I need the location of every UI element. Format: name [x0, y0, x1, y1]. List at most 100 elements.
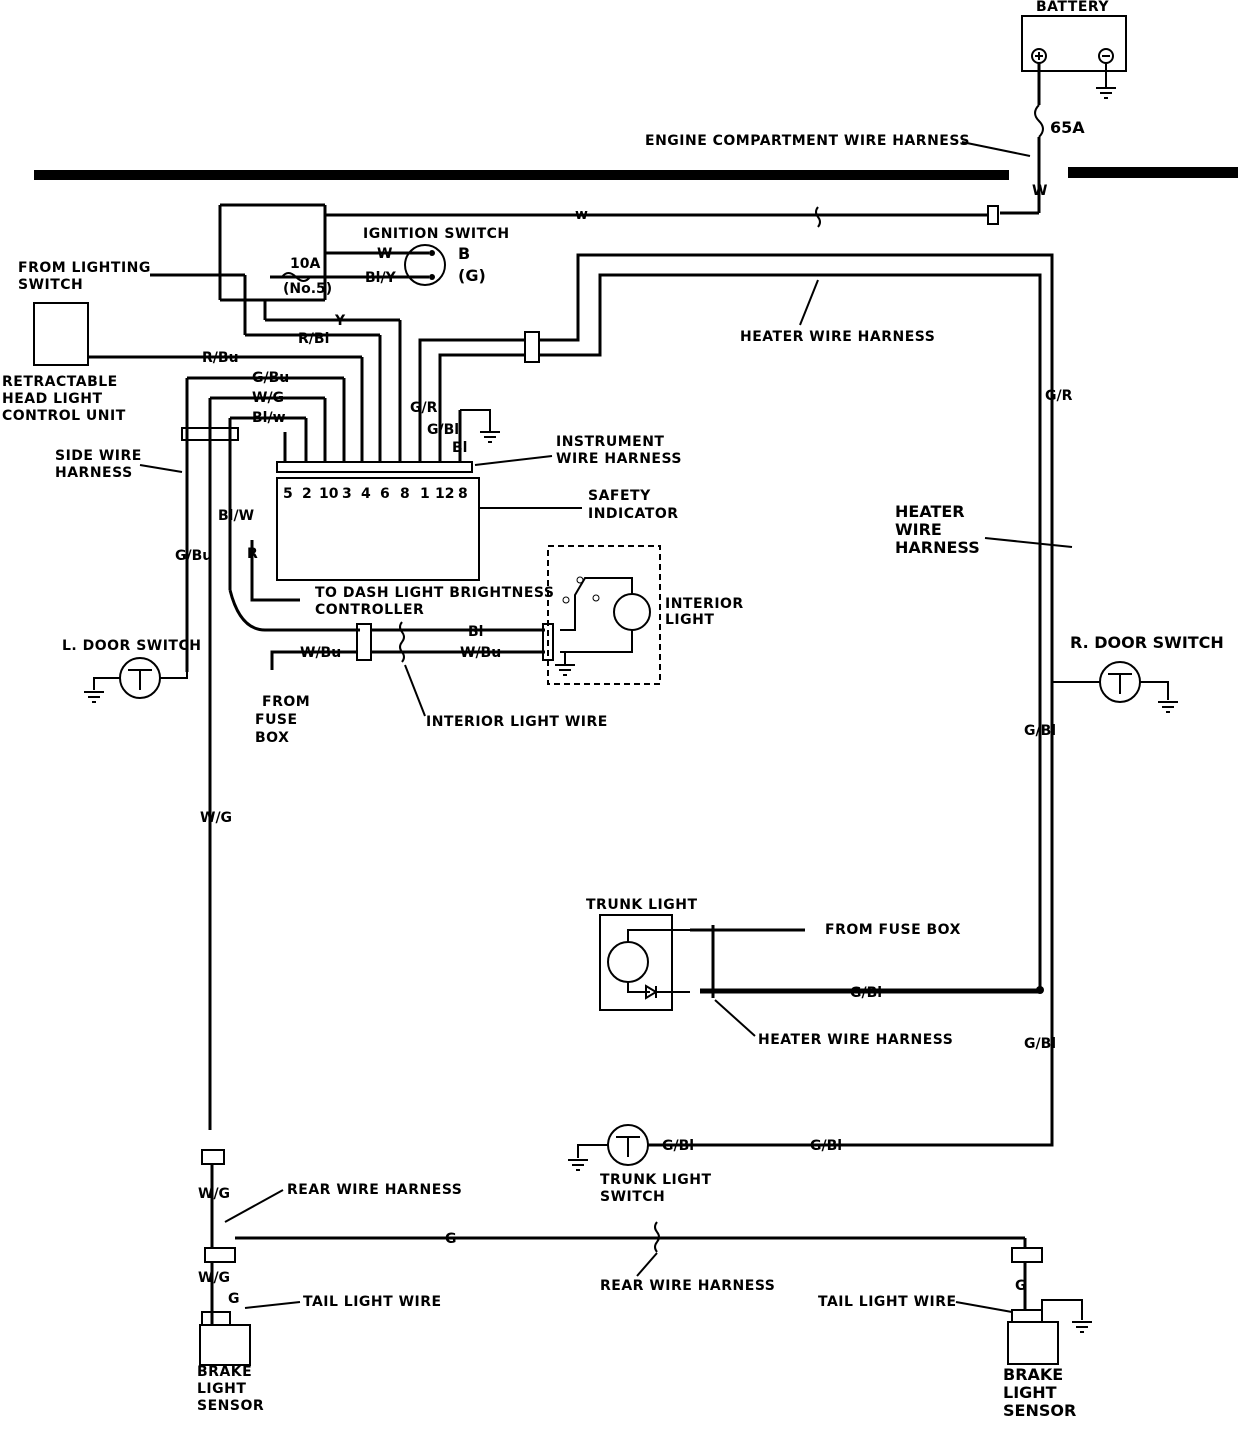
interior-light-label-2: LIGHT — [665, 612, 714, 628]
wire-y: Y — [334, 313, 346, 329]
wire-blw-top: Bl/w — [252, 410, 286, 426]
svg-text:3: 3 — [342, 486, 352, 502]
wire-wbu-int-2: W/Bu — [460, 645, 501, 661]
retract-label-2: HEAD LIGHT — [2, 391, 103, 407]
svg-text:12: 12 — [435, 486, 454, 502]
instrument-label-2: WIRE HARNESS — [556, 451, 682, 467]
trunk-light-bulb-icon — [607, 941, 649, 983]
fuse-65a-label: 65A — [1050, 118, 1085, 137]
svg-text:1: 1 — [420, 486, 430, 502]
heater-connector-mid — [524, 331, 540, 363]
wire-wg-long: W/G — [200, 810, 232, 826]
tail-wire-l-label: TAIL LIGHT WIRE — [303, 1294, 442, 1310]
wire-ign-bly: Bl/Y — [365, 270, 397, 286]
trunk-switch-ground-icon — [568, 1159, 588, 1171]
fuse-no5-label: (No.5) — [283, 281, 332, 297]
wire-gbl-inst: G/Bl — [427, 422, 459, 438]
heater-harness-break-icon — [815, 206, 821, 228]
wire-g-tail-l: G — [228, 1291, 240, 1307]
wire-wg-rear-2: W/G — [198, 1270, 230, 1286]
to-dash-label-2: CONTROLLER — [315, 602, 424, 618]
wire-gbl-trunk: G/Bl — [850, 985, 882, 1001]
interior-light-box — [547, 545, 661, 685]
heater-harness-top-label: HEATER WIRE HARNESS — [740, 329, 935, 345]
wire-gr-inst: G/R — [410, 400, 438, 416]
instrument-label-1: INSTRUMENT — [556, 434, 664, 450]
wire-rbl: R/Bl — [298, 331, 329, 347]
terminal-numbers: 5 2 10 3 4 6 8 1 12 8 — [283, 486, 468, 502]
wire-g-rear: G — [445, 1231, 457, 1247]
interior-ground-icon — [555, 664, 575, 676]
from-fuse-label-3: BOX — [255, 730, 289, 746]
rear-connector-top — [201, 1149, 225, 1165]
ign-b-label: B — [458, 244, 470, 263]
ignition-switch-label: IGNITION SWITCH — [363, 226, 510, 242]
brake-sensor-left — [199, 1324, 251, 1366]
wire-blw-side: Bl/W — [218, 508, 254, 524]
interior-light-bulb-icon — [613, 593, 651, 631]
interior-wire-label: INTERIOR LIGHT WIRE — [426, 714, 608, 730]
rear-harness-break-icon — [654, 1221, 660, 1253]
from-fuse-label-1: FROM — [262, 694, 310, 710]
side-harness-label-1: SIDE WIRE — [55, 448, 142, 464]
wire-w-main: W — [1032, 183, 1047, 199]
trunk-light-label: TRUNK LIGHT — [586, 897, 698, 913]
brake-sensor-right — [1007, 1321, 1059, 1365]
safety-label-1: SAFETY — [588, 488, 651, 504]
l-door-switch — [93, 657, 188, 699]
from-fuse-box-label: FROM FUSE BOX — [825, 922, 961, 938]
wire-gbu-top: G/Bu — [252, 370, 289, 386]
wire-gbl-switch: G/Bl — [662, 1138, 694, 1154]
wire-wg-rear-1: W/G — [198, 1186, 230, 1202]
safety-indicator — [276, 477, 480, 581]
battery-label: BATTERY — [1036, 0, 1109, 15]
from-fuse-label-2: FUSE — [255, 712, 298, 728]
r-door-switch — [1052, 661, 1169, 703]
svg-text:6: 6 — [380, 486, 390, 502]
retractable-headlight-unit — [33, 302, 89, 366]
interior-wire-break-icon — [399, 621, 405, 663]
heater-mid-label-2: WIRE — [895, 520, 942, 539]
instrument-harness-bar — [276, 461, 473, 473]
wire-gbl-right-low: G/Bl — [1024, 1036, 1056, 1052]
ignition-switch — [404, 244, 446, 286]
heater-harness-low-label: HEATER WIRE HARNESS — [758, 1032, 953, 1048]
from-lighting-label-1: FROM LIGHTING — [18, 260, 151, 276]
trunk-light-switch — [577, 1124, 740, 1166]
battery — [1021, 15, 1127, 99]
trunk-switch-label-2: SWITCH — [600, 1189, 665, 1205]
r-door-ground-icon — [1158, 701, 1178, 713]
brake-l-label-3: SENSOR — [197, 1398, 264, 1414]
heater-mid-label-3: HARNESS — [895, 538, 980, 557]
svg-text:8: 8 — [400, 486, 410, 502]
svg-text:2: 2 — [302, 486, 312, 502]
svg-text:4: 4 — [361, 486, 371, 502]
firewall-bar-right — [1068, 167, 1238, 178]
svg-text:10: 10 — [319, 486, 339, 502]
to-dash-label-1: TO DASH LIGHT BRIGHTNESS — [315, 585, 554, 601]
interior-light-label-1: INTERIOR — [665, 596, 744, 612]
wire-bl-int: Bl — [468, 624, 483, 640]
interior-connector-right — [542, 623, 554, 661]
brake-r-label-3: SENSOR — [1003, 1401, 1076, 1420]
wire-w-top: w — [575, 207, 588, 223]
tail-wire-r-label: TAIL LIGHT WIRE — [818, 1294, 957, 1310]
wire-gbl-switch-2: G/Bl — [810, 1138, 842, 1154]
retract-label-3: CONTROL UNIT — [2, 408, 126, 424]
brake-right-ground-icon — [1072, 1321, 1092, 1333]
l-door-switch-label: L. DOOR SWITCH — [62, 638, 201, 654]
rear-connector-right — [1011, 1247, 1043, 1263]
brake-r-label-1: BRAKE — [1003, 1365, 1063, 1384]
l-door-ground-icon — [84, 691, 104, 703]
wire-wbu-int-1: W/Bu — [300, 645, 341, 661]
wire-gbl-right: G/Bl — [1024, 723, 1056, 739]
battery-ground-icon — [1096, 87, 1116, 99]
rear-harness-label-2: REAR WIRE HARNESS — [600, 1278, 775, 1294]
wire-gbu-side: G/Bu — [175, 548, 212, 564]
wire-g-tail-r: G — [1015, 1278, 1027, 1294]
safety-label-2: INDICATOR — [588, 506, 679, 522]
rear-harness-label-1: REAR WIRE HARNESS — [287, 1182, 462, 1198]
rear-connector-mid — [204, 1247, 236, 1263]
brake-l-label-2: LIGHT — [197, 1381, 246, 1397]
svg-text:5: 5 — [283, 486, 293, 502]
